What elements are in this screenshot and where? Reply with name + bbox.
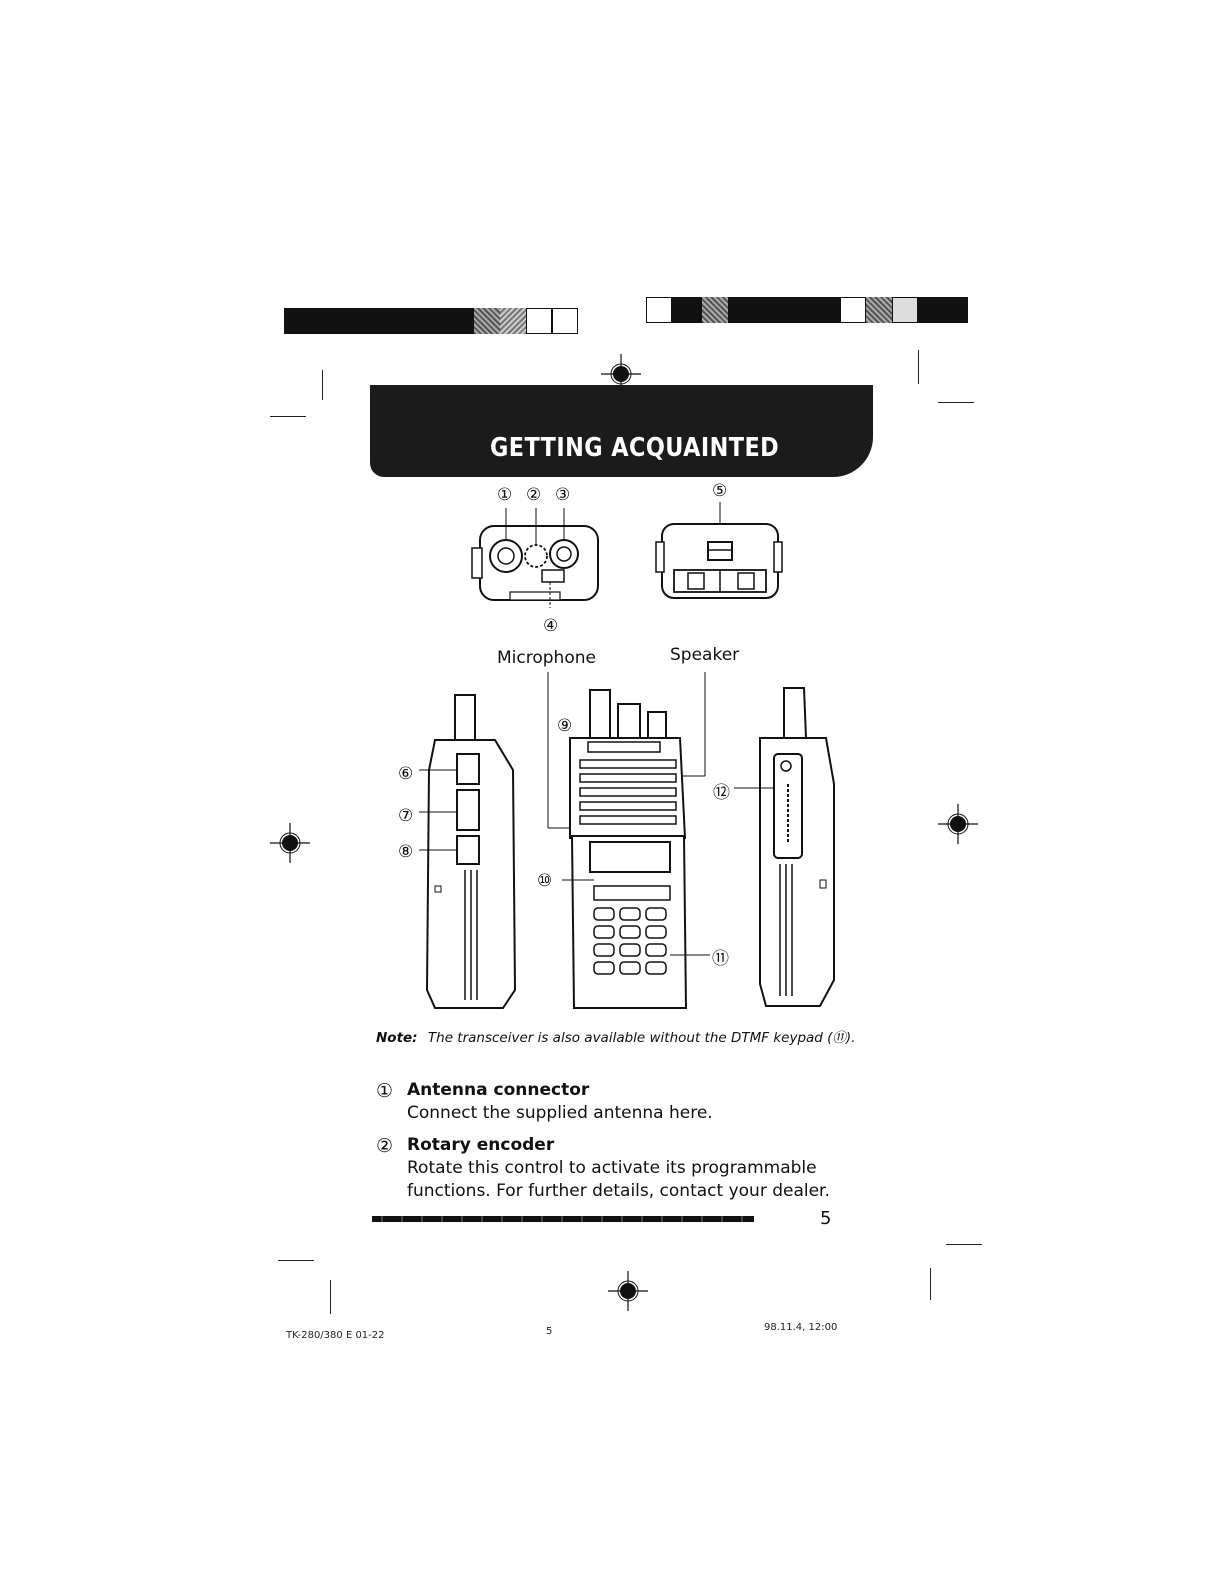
radio-bottom-view-illustration [655,502,783,599]
section-title: GETTING ACQUAINTED [490,433,780,463]
item-description-line: Connect the supplied antenna here. [407,1103,713,1123]
item-number: ① [376,1080,394,1102]
calibration-bar-right [646,297,968,323]
registration-mark-icon [938,804,978,844]
note-lead: Note: [376,1030,418,1046]
item-description-line: functions. For further details, contact … [407,1181,830,1201]
crop-mark [278,1260,314,1261]
speaker-label: Speaker [670,645,740,665]
page-number: 5 [820,1208,832,1229]
calibration-bar-left [284,308,578,334]
crop-mark [930,1268,931,1300]
crop-mark [918,350,919,384]
callout-2: ② [526,485,542,505]
registration-mark-icon [270,823,310,863]
crop-mark [322,370,323,400]
callout-6: ⑥ [398,764,414,784]
callout-8: ⑧ [398,842,414,862]
callout-5-top: ⑤ [712,481,728,501]
item-description-line: Rotate this control to activate its prog… [407,1158,817,1178]
section-banner: GETTING ACQUAINTED [370,385,873,477]
keypad-note: Note: The transceiver is also available … [376,1026,856,1046]
callout-1: ① [497,485,513,505]
crop-mark [330,1280,331,1314]
radio-left-side-illustration [419,694,517,1009]
crop-mark [270,416,306,417]
callout-4: ④ [543,616,559,636]
radio-right-side-illustration [734,687,835,1007]
radio-front-view-illustration [547,672,710,1009]
note-text: The transceiver is also available withou… [427,1030,856,1046]
page-number-small: 5 [546,1326,553,1337]
item-description: Rotate this control to activate its prog… [407,1157,830,1203]
footer-rule [372,1216,754,1222]
callout-11: ⑪ [712,949,729,969]
callout-3: ③ [555,485,571,505]
print-timestamp: 98.11.4, 12:00 [764,1322,838,1333]
item-title: Rotary encoder [407,1135,555,1155]
item-number: ② [376,1135,394,1157]
radio-top-view-illustration [471,508,599,608]
callout-12: ⑫ [713,783,730,803]
callout-7: ⑦ [398,806,414,826]
document-code: TK-280/380 E 01-22 [286,1330,385,1341]
microphone-label: Microphone [497,648,596,668]
registration-mark-icon [608,1271,648,1311]
callout-10: ⑩ [537,871,553,891]
item-description: Connect the supplied antenna here. [407,1102,713,1125]
crop-mark [946,1244,982,1245]
item-title: Antenna connector [407,1080,590,1100]
crop-mark [938,402,974,403]
callout-9: ⑨ [557,716,573,736]
